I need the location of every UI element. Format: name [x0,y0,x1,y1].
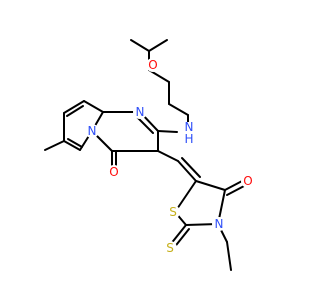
ether-oxygen-atom: O [146,58,160,72]
bond-c9a-c9 [83,100,104,113]
bond-c7-methyl [44,140,65,151]
bond-ch2-ch2-b [168,103,189,116]
amine-hydrogen-label: H [184,132,193,146]
pyrimidinone-oxygen-label: O [109,165,118,179]
atom-labels: O N H N N O S N S [85,58,255,255]
thiazolidinone-oxygen-label: O [243,174,252,188]
amine-nitrogen-label: N [185,120,194,134]
bond-c7-c6-double [67,138,83,148]
bond-c3-ch [157,150,179,162]
bond-s1-c5 [174,180,197,213]
pyrimidine-nitrogen-label: N [136,105,145,119]
ether-oxygen-label: O [148,58,157,72]
thiazolidine-ring-sulfur-label: S [169,205,177,219]
thiocarbonyl-sulfur-atom: S [163,241,177,255]
pyrimidinone-oxygen-atom: O [107,165,121,179]
pyrimidine-nitrogen-atom: N [133,105,147,119]
thiazolidine-ring-sulfur-atom: S [166,205,180,219]
bond-ch-c5 [177,160,197,182]
bridgehead-nitrogen-atom: N [85,124,99,138]
thiazolidinone-oxygen-atom: O [241,174,255,188]
bond-isopropyl-methyl-1 [130,39,150,52]
bond-nh-c2 [157,130,178,133]
bond-isopropyl-methyl-2 [148,39,168,52]
bond-c5-c4t [195,180,226,191]
bond-c4t-o [224,179,245,191]
amine-nitrogen-atom: N H [180,120,202,146]
bond-c9-c8-double [66,105,84,117]
thiazolidine-nitrogen-label: N [215,217,224,231]
bond-c4t-o-double [226,184,247,196]
bond-c7-c6 [63,140,81,151]
thiocarbonyl-sulfur-label: S [166,241,174,255]
molecule-structure: O N H N N O S N S [44,39,255,271]
bond-c2-n1-double [136,116,154,134]
bond-c9-c8 [63,100,85,114]
bridgehead-nitrogen-label: N [88,124,97,138]
bonds [44,39,247,271]
bond-o-ch2 [148,69,170,83]
thiazolidine-nitrogen-atom: N [212,217,226,231]
structure-canvas: O N H N N O S N S [44,39,255,271]
bond-ch-c5-double [181,157,201,178]
bond-ch2-ch3 [226,241,232,271]
